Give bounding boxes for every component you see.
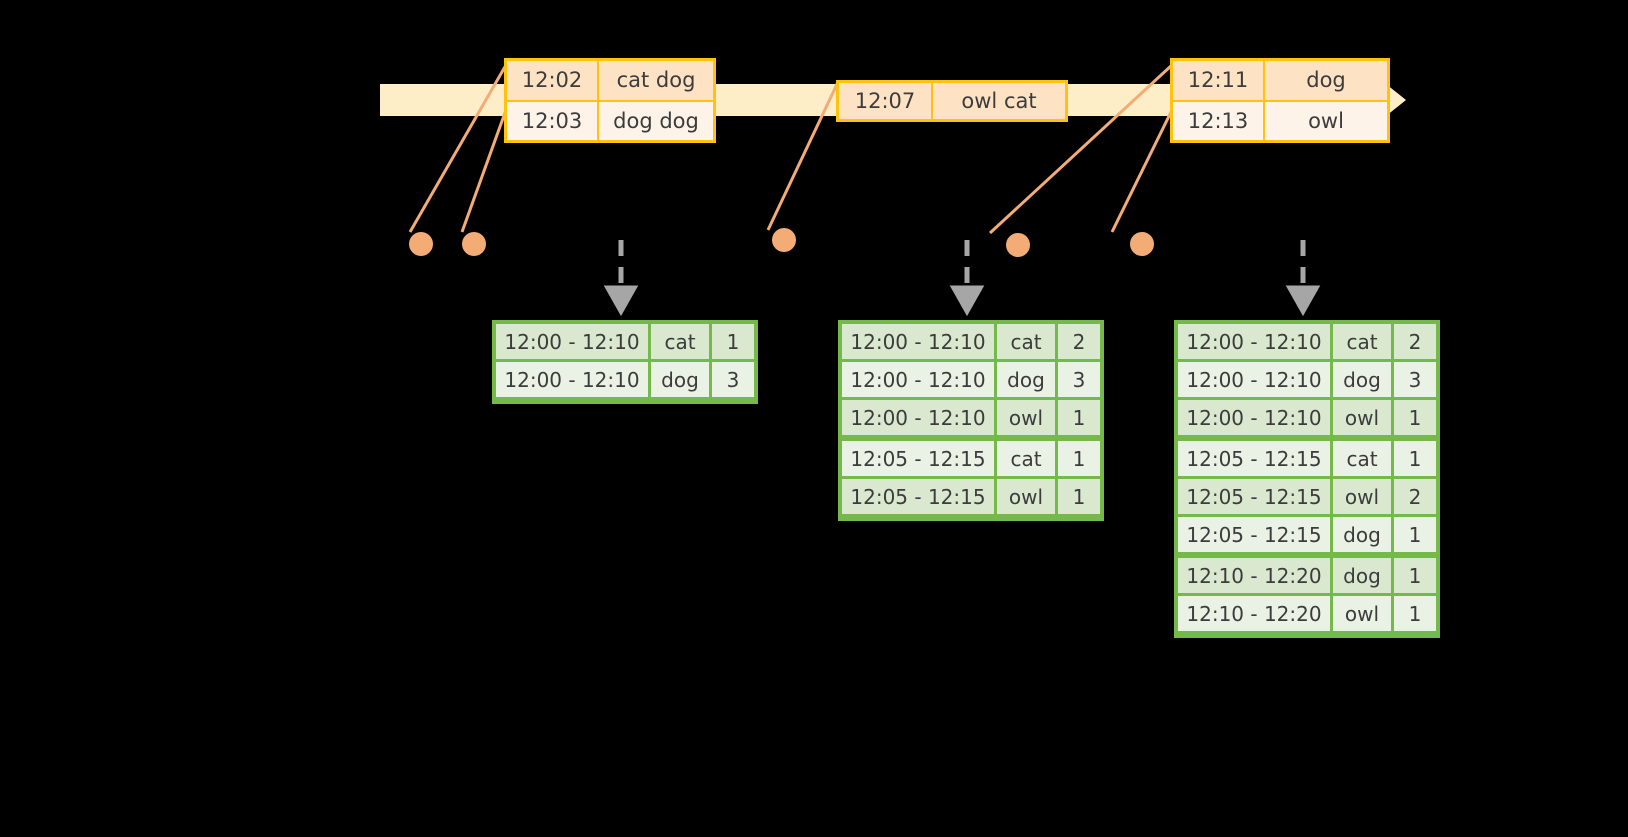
timeline-bar-segment-mid-a (697, 84, 837, 116)
cell-word: dog (997, 362, 1055, 397)
cell-window: 12:00 - 12:10 (1178, 400, 1330, 435)
cell-count: 2 (1394, 324, 1436, 359)
event-row: 12:07 owl cat (839, 83, 1065, 119)
cell-window: 12:05 - 12:15 (1178, 441, 1330, 476)
cell-count: 1 (1394, 441, 1436, 476)
cell-word: owl (1333, 596, 1391, 631)
cell-word: cat (997, 441, 1055, 476)
cell-count: 2 (1058, 324, 1100, 359)
event-time: 12:13 (1173, 101, 1265, 140)
cell-count: 1 (1058, 441, 1100, 476)
cell-word: cat (651, 324, 709, 359)
cell-word: dog (651, 362, 709, 397)
cell-count: 1 (1058, 400, 1100, 435)
cell-window: 12:10 - 12:20 (1178, 596, 1330, 631)
event-value: dog dog (599, 101, 713, 140)
cell-count: 1 (1058, 479, 1100, 514)
event-row: 12:13 owl (1173, 101, 1387, 140)
cell-word: owl (1333, 479, 1391, 514)
event-row: 12:11 dog (1173, 61, 1387, 102)
event-marker-4 (1006, 233, 1030, 257)
cell-window: 12:05 - 12:15 (842, 479, 994, 514)
cell-count: 1 (1394, 558, 1436, 593)
event-time: 12:07 (839, 83, 933, 119)
event-marker-3 (772, 228, 796, 252)
cell-window: 12:00 - 12:10 (842, 362, 994, 397)
cell-window: 12:05 - 12:15 (1178, 517, 1330, 552)
cell-word: dog (1333, 517, 1391, 552)
cell-window: 12:00 - 12:10 (1178, 324, 1330, 359)
event-time: 12:02 (507, 61, 599, 100)
timeline-bar-segment-left (380, 84, 504, 116)
event-row: 12:03 dog dog (507, 101, 713, 140)
cell-window: 12:00 - 12:10 (842, 400, 994, 435)
cell-count: 3 (1394, 362, 1436, 397)
cell-window: 12:00 - 12:10 (842, 324, 994, 359)
event-row: 12:02 cat dog (507, 61, 713, 102)
event-marker-5 (1130, 232, 1154, 256)
cell-word: owl (1333, 400, 1391, 435)
event-value: cat dog (599, 61, 713, 100)
event-group-3[interactable]: 12:11 dog 12:13 owl (1170, 58, 1390, 143)
cell-count: 3 (1058, 362, 1100, 397)
event-marker-1 (409, 232, 433, 256)
cell-word: dog (1333, 362, 1391, 397)
cell-count: 3 (712, 362, 754, 397)
cell-word: owl (997, 479, 1055, 514)
cell-window: 12:00 - 12:10 (496, 362, 648, 397)
event-group-2[interactable]: 12:07 owl cat (836, 80, 1068, 122)
event-group-1[interactable]: 12:02 cat dog 12:03 dog dog (504, 58, 716, 143)
cell-word: cat (997, 324, 1055, 359)
event-value: dog (1265, 61, 1387, 100)
cell-count: 1 (1394, 596, 1436, 631)
cell-window: 12:05 - 12:15 (842, 441, 994, 476)
cell-window: 12:10 - 12:20 (1178, 558, 1330, 593)
cell-window: 12:05 - 12:15 (1178, 479, 1330, 514)
cell-count: 1 (712, 324, 754, 359)
cell-word: owl (997, 400, 1055, 435)
event-value: owl (1265, 101, 1387, 140)
cell-window: 12:00 - 12:10 (496, 324, 648, 359)
cell-word: cat (1333, 324, 1391, 359)
event-time: 12:11 (1173, 61, 1265, 100)
cell-count: 1 (1394, 400, 1436, 435)
cell-count: 1 (1394, 517, 1436, 552)
cell-window: 12:00 - 12:10 (1178, 362, 1330, 397)
cell-word: dog (1333, 558, 1391, 593)
event-time: 12:03 (507, 101, 599, 140)
cell-count: 2 (1394, 479, 1436, 514)
event-value: owl cat (933, 83, 1065, 119)
cell-word: cat (1333, 441, 1391, 476)
event-marker-2 (462, 232, 486, 256)
